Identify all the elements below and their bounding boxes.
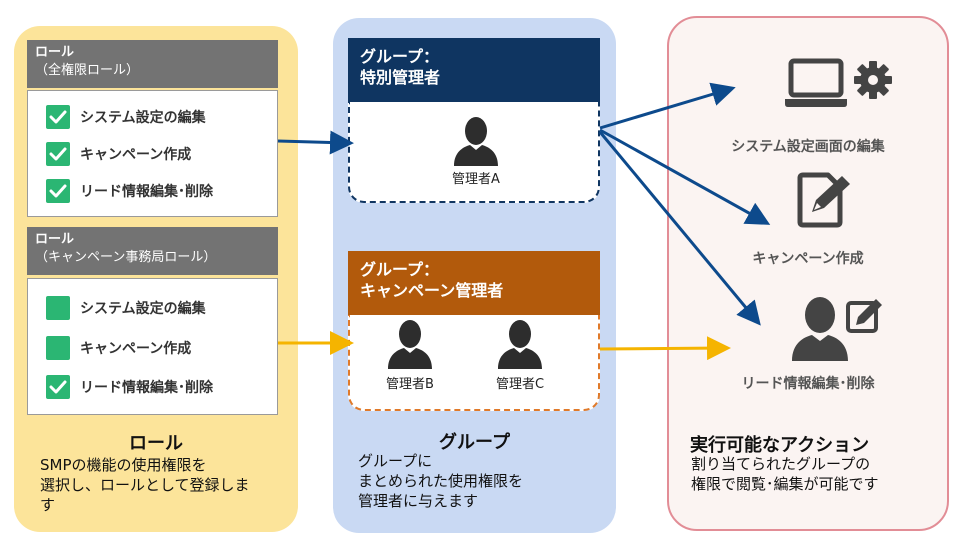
laptop-gear-icon	[785, 58, 892, 107]
role-card-2-header: ロール （キャンペーン事務局ロール）	[27, 227, 278, 275]
role-card-1-subtitle: （全権限ロール）	[35, 63, 140, 78]
role-card-2-subtitle: （キャンペーン事務局ロール）	[35, 250, 217, 265]
permission-item: キャンペーン作成	[46, 336, 191, 360]
group-1-title-line1: グループ：	[360, 47, 440, 66]
checkbox-unchecked	[46, 336, 70, 360]
arrow-group2-to-action3	[599, 336, 731, 361]
permission-item: リード情報編集･削除	[46, 179, 213, 203]
role-card-2-title: ロール	[35, 232, 75, 247]
checkbox-unchecked	[46, 296, 70, 320]
permission-label: システム設定の編集	[80, 110, 206, 126]
permission-item: システム設定の編集	[46, 105, 206, 129]
arrow-group1-to-action3	[598, 131, 761, 326]
permission-label: リード情報編集･削除	[80, 184, 213, 200]
arrow-role1-to-group1	[277, 130, 354, 155]
checkbox-checked	[46, 179, 70, 203]
checkbox-checked	[46, 142, 70, 166]
arrow-group1-to-action1	[599, 82, 736, 130]
permission-label: キャンペーン作成	[80, 147, 192, 163]
group-2-header: グループ： キャンペーン管理者	[348, 251, 600, 315]
arrow-group1-to-action2	[599, 128, 771, 225]
action-label: キャンペーン作成	[752, 251, 864, 267]
permission-item: リード情報編集･削除	[46, 375, 213, 399]
group-1-body: 管理者A	[348, 102, 600, 203]
roles-section-title: ロール	[129, 433, 183, 454]
group-2-body: 管理者B 管理者C	[348, 315, 600, 411]
member-label: 管理者C	[495, 377, 545, 392]
document-pencil-icon	[797, 172, 850, 228]
groups-section-title: グループ	[439, 432, 510, 453]
checkbox-checked	[46, 375, 70, 399]
action-label: リード情報編集･削除	[741, 376, 875, 392]
permission-label: リード情報編集･削除	[80, 380, 213, 396]
permission-item: システム設定の編集	[46, 296, 206, 320]
checkbox-checked	[46, 105, 70, 129]
person-icon	[454, 117, 498, 166]
group-2-title-line2: キャンペーン管理者	[360, 281, 504, 300]
group-1-header: グループ： 特別管理者	[348, 38, 600, 102]
person-icon	[498, 320, 542, 369]
member-label: 管理者A	[452, 172, 500, 187]
actions-section-desc: 割り当てられたグループの 権限で閲覧･編集が可能です	[691, 455, 879, 493]
permission-item: キャンペーン作成	[46, 142, 191, 166]
role-card-2-body: システム設定の編集 キャンペーン作成 リード情報編集･削除	[27, 278, 278, 415]
permission-label: キャンペーン作成	[80, 341, 192, 357]
person-icon	[388, 320, 432, 369]
role-card-1-header: ロール （全権限ロール）	[27, 40, 278, 88]
person-edit-icon	[792, 297, 882, 361]
role-card-1-title: ロール	[35, 45, 75, 60]
group-1-title-line2: 特別管理者	[360, 68, 441, 87]
roles-section-desc: SMPの機能の使用権限を 選択し、ロールとして登録しま す	[40, 456, 250, 514]
actions-section-title: 実行可能なアクション	[690, 435, 870, 456]
groups-section-desc: グループに まとめられた使用権限を 管理者に与えます	[358, 452, 524, 510]
role-card-1-body: システム設定の編集 キャンペーン作成 リード情報編集･削除	[27, 90, 278, 217]
action-label: システム設定画面の編集	[731, 139, 885, 155]
group-2-title-line1: グループ：	[360, 260, 440, 279]
permission-label: システム設定の編集	[80, 301, 206, 317]
member-label: 管理者B	[386, 377, 434, 392]
